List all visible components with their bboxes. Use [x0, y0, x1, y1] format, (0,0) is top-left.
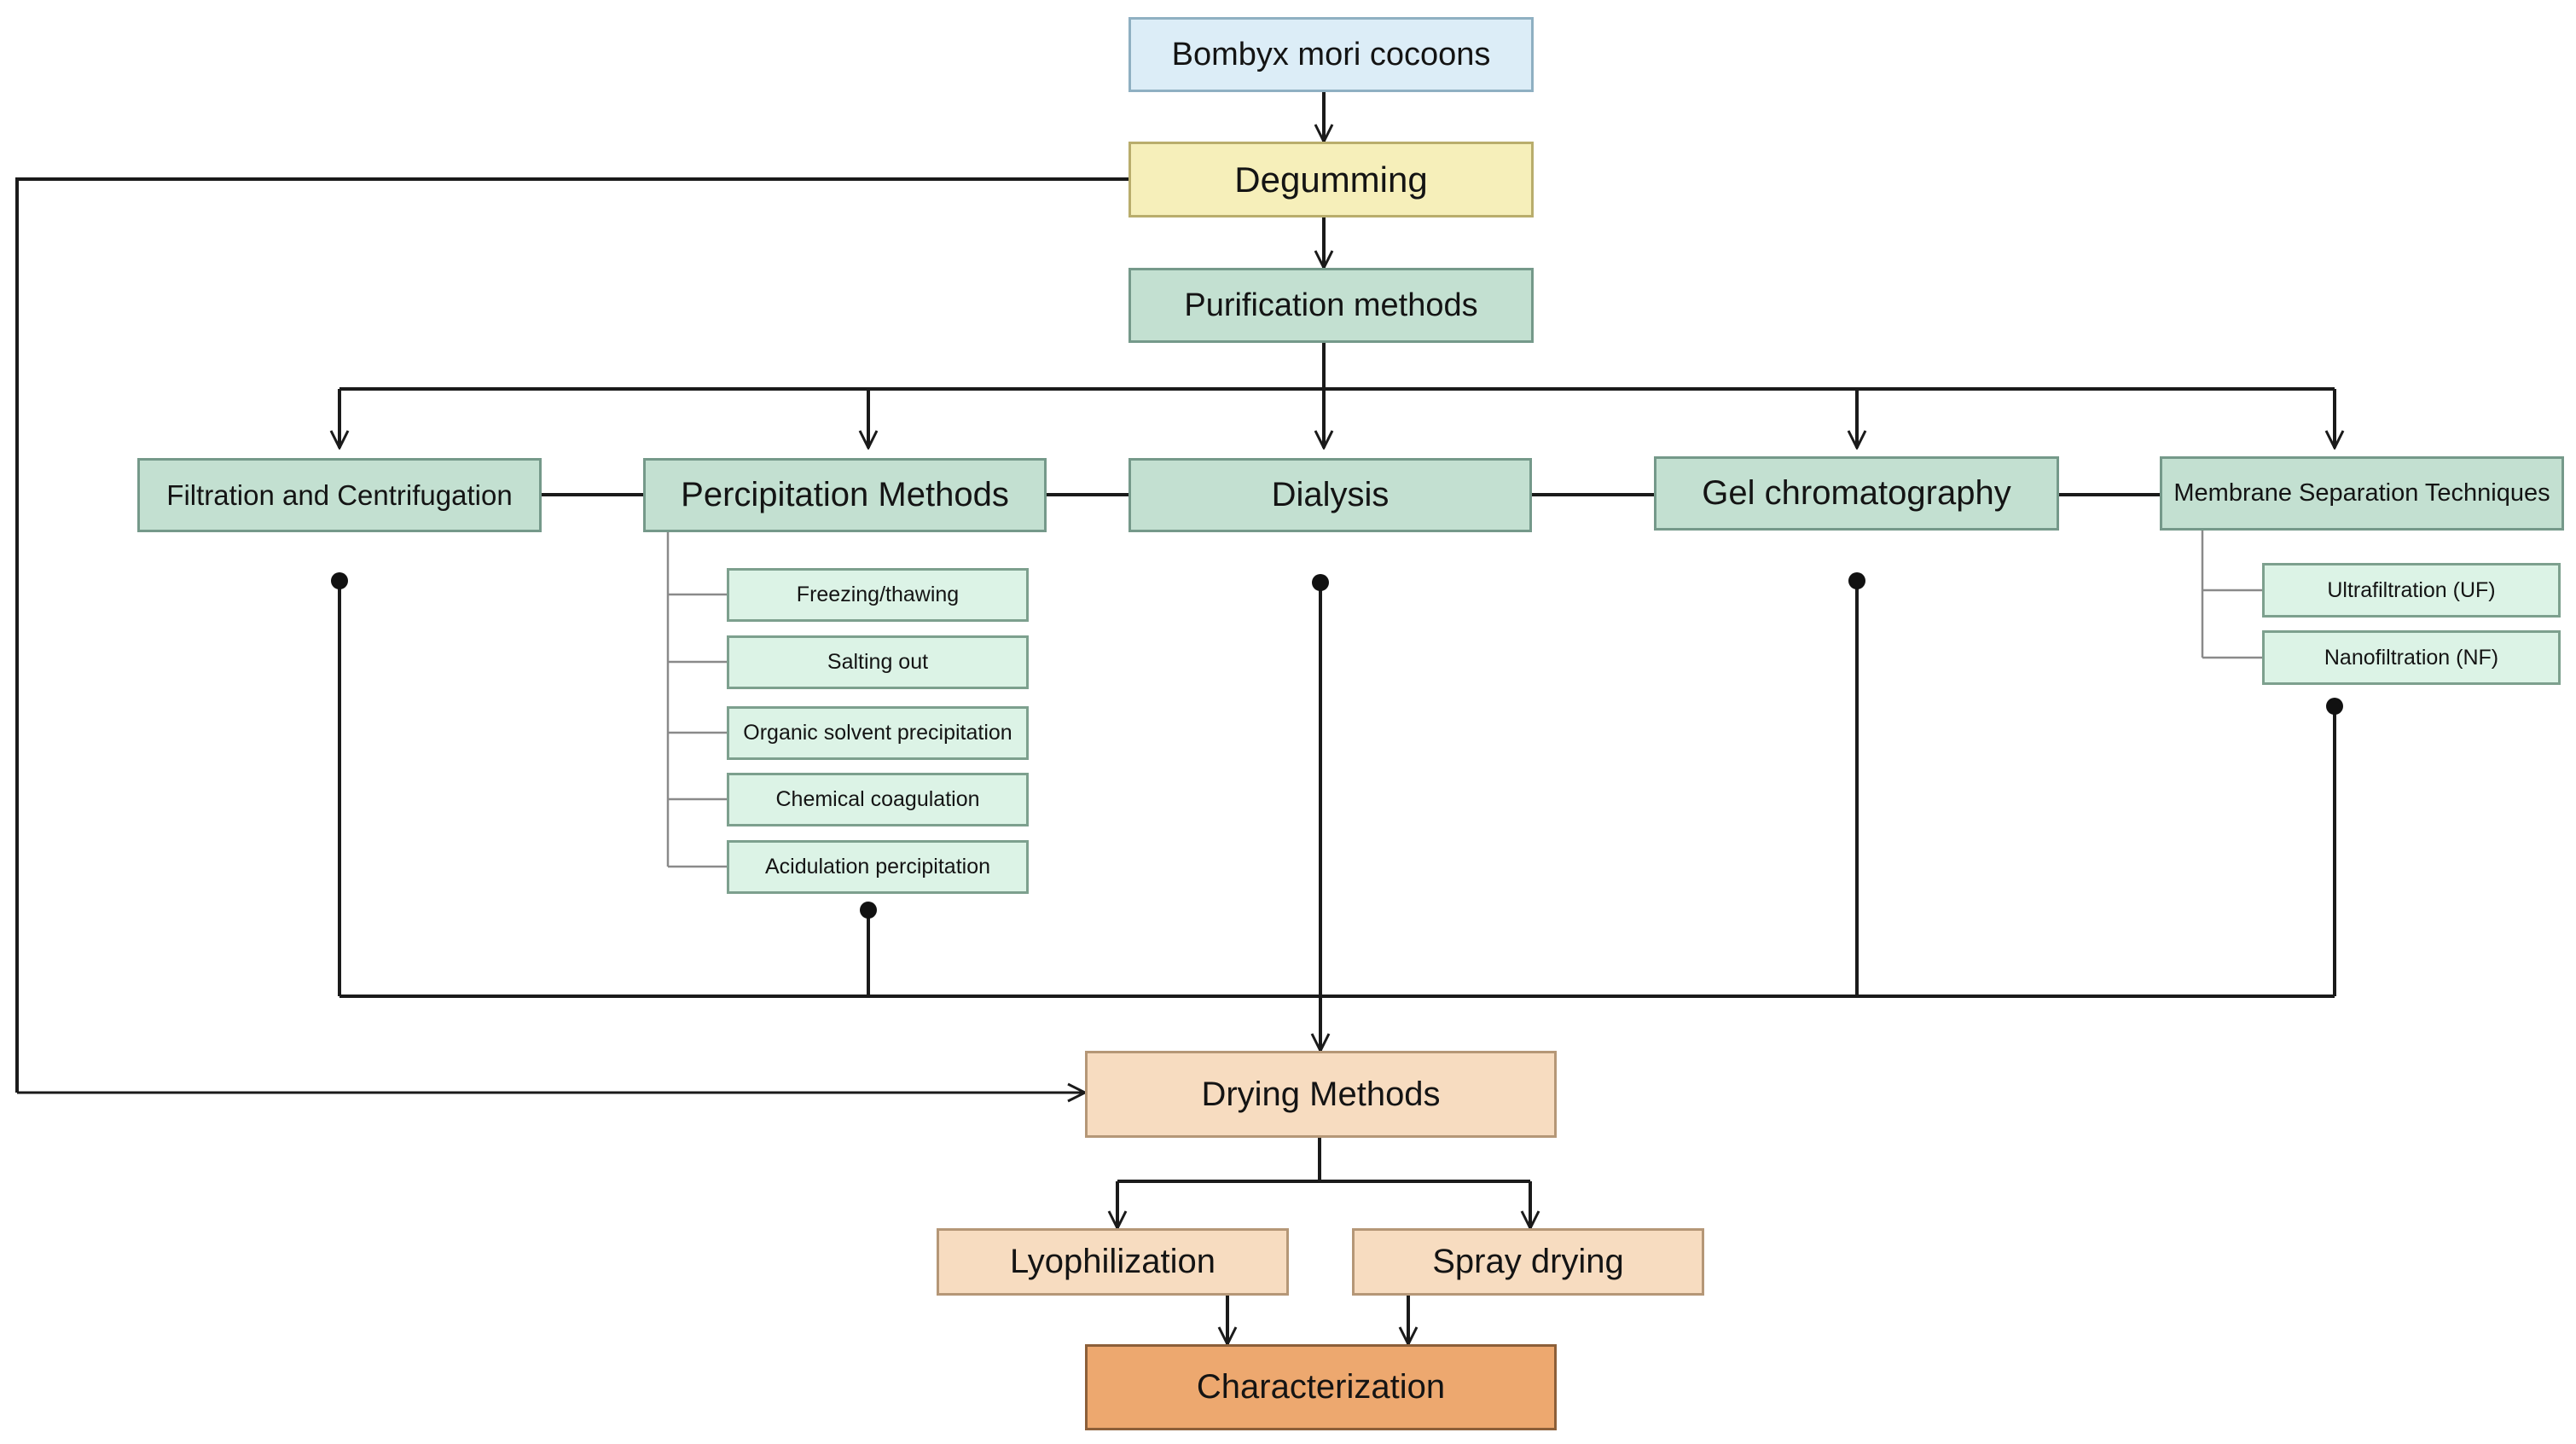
node-purification-methods: Purification methods	[1128, 268, 1534, 343]
node-label: Gel chromatography	[1702, 474, 2011, 512]
node-label: Dialysis	[1271, 476, 1390, 513]
node-spray-drying: Spray drying	[1352, 1228, 1704, 1296]
junction-dot-dialysis	[1312, 574, 1329, 591]
junction-dot-filtration	[331, 572, 348, 589]
node-sub-nanofiltration: Nanofiltration (NF)	[2262, 630, 2561, 685]
junction-dot-gel	[1848, 572, 1865, 589]
node-label: Filtration and Centrifugation	[166, 478, 513, 511]
node-label: Bombyx mori cocoons	[1171, 36, 1491, 72]
node-gel-chromatography: Gel chromatography	[1654, 456, 2059, 531]
node-label: Drying Methods	[1201, 1075, 1441, 1113]
node-degumming: Degumming	[1128, 142, 1534, 217]
node-label: Characterization	[1196, 1368, 1446, 1406]
node-membrane-separation: Membrane Separation Techniques	[2160, 456, 2564, 531]
node-lyophilization: Lyophilization	[937, 1228, 1289, 1296]
node-label: Freezing/thawing	[796, 583, 960, 606]
node-sub-freezing-thawing: Freezing/thawing	[727, 568, 1029, 622]
node-filtration-centrifugation: Filtration and Centrifugation	[137, 458, 542, 532]
node-label: Salting out	[827, 650, 929, 674]
node-label: Purification methods	[1184, 287, 1478, 323]
node-label: Ultrafiltration (UF)	[2327, 577, 2496, 602]
node-label: Nanofiltration (NF)	[2324, 645, 2499, 670]
node-dialysis: Dialysis	[1128, 458, 1532, 532]
connector-degumming-bypass	[15, 177, 1128, 1093]
node-label: Spray drying	[1432, 1243, 1624, 1280]
node-sub-chemical-coagulation: Chemical coagulation	[727, 773, 1029, 826]
node-sub-organic-solvent: Organic solvent precipitation	[727, 706, 1029, 760]
node-label: Percipitation Methods	[681, 476, 1009, 513]
node-sub-acidulation: Acidulation percipitation	[727, 840, 1029, 894]
node-drying-methods: Drying Methods	[1085, 1051, 1557, 1138]
node-sub-salting-out: Salting out	[727, 635, 1029, 689]
node-label: Membrane Separation Techniques	[2173, 479, 2550, 507]
node-label: Organic solvent precipitation	[743, 721, 1012, 745]
node-precipitation-methods: Percipitation Methods	[643, 458, 1047, 532]
node-sub-ultrafiltration: Ultrafiltration (UF)	[2262, 563, 2561, 618]
junction-dot-membrane	[2326, 698, 2343, 715]
node-characterization: Characterization	[1085, 1344, 1557, 1430]
node-label: Degumming	[1234, 159, 1428, 200]
node-label: Chemical coagulation	[775, 787, 980, 811]
node-label: Acidulation percipitation	[764, 855, 991, 879]
node-bombyx-mori-cocoons: Bombyx mori cocoons	[1128, 17, 1534, 92]
node-label: Lyophilization	[1010, 1243, 1215, 1280]
junction-dot-precipitation	[860, 902, 877, 919]
